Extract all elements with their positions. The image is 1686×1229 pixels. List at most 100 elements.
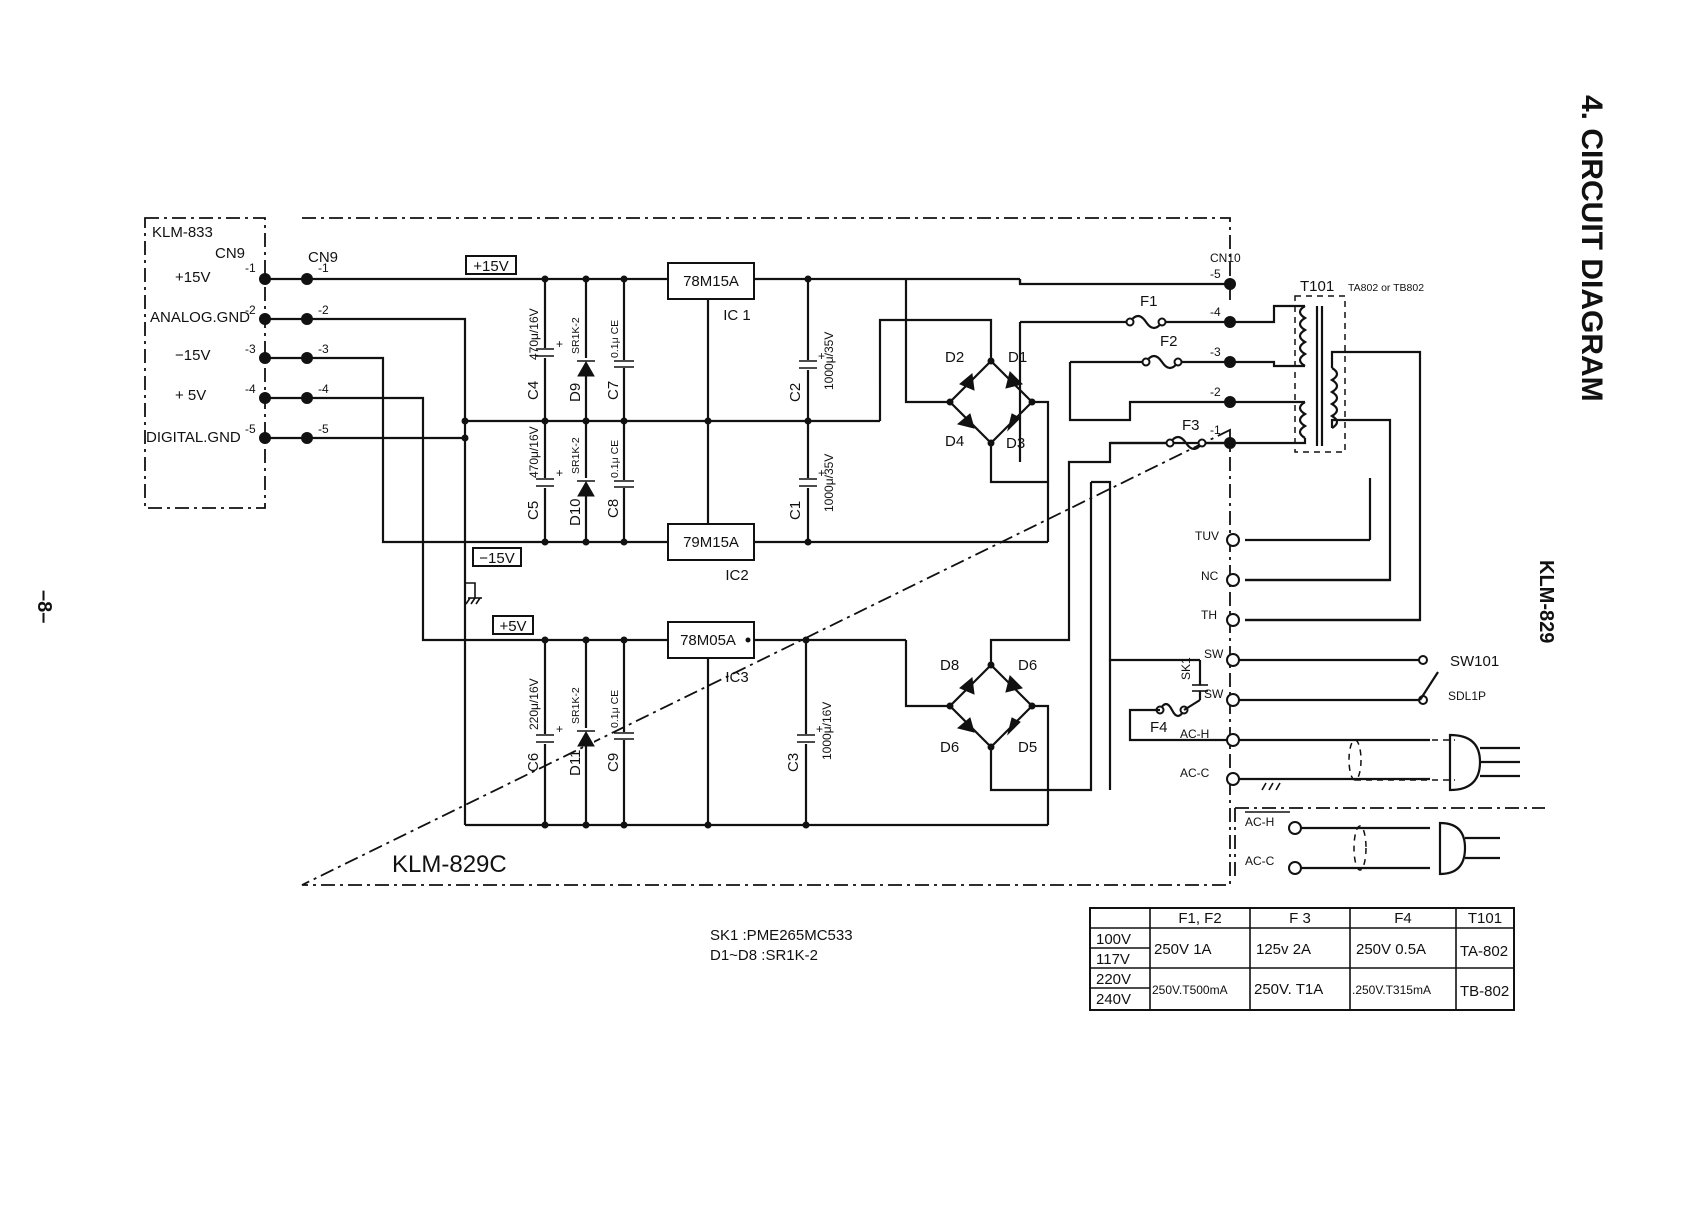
cn9-wiring [259, 273, 668, 825]
signal-digital-gnd: DIGITAL.GND [146, 429, 241, 446]
plug2-ac-h: AC-H [1245, 815, 1274, 829]
terminal-ac-c: AC-C [1180, 766, 1210, 780]
cn9-right-label: CN9 [308, 249, 338, 266]
rail-minus15-label: −15V [479, 550, 514, 567]
cn10-pin5: -5 [1210, 267, 1221, 281]
d6-upper-label: D6 [1018, 657, 1037, 674]
svg-text:+: + [556, 722, 563, 736]
sk1-label: SK1 [1179, 657, 1193, 680]
d10-value: SR1K-2 [570, 437, 582, 474]
th-f1f2: F1, F2 [1178, 910, 1221, 927]
f3-label: F3 [1182, 417, 1200, 434]
c7-label: C7 [605, 381, 622, 400]
cn10-pin4: -4 [1210, 305, 1221, 319]
upper-regulator-section: 78M15A IC 1 79M15A IC2 + + [461, 262, 1048, 584]
row1-f3: 125v 2A [1256, 941, 1311, 958]
signal-plus5: + 5V [175, 387, 206, 404]
sw101-label: SW101 [1450, 653, 1499, 670]
bridge-rectifier-1: D2 D1 D4 D3 [878, 279, 1230, 542]
row1-volt-b: 117V [1096, 951, 1130, 968]
alternate-plug-section: AC-H AC-C [1234, 808, 1500, 880]
c5-label: C5 [525, 501, 542, 520]
page-number: –8– [33, 590, 55, 623]
ic2-part: 79M15A [683, 534, 739, 551]
row1-f1f2: 250V 1A [1154, 941, 1212, 958]
cn9r-pin1: -1 [318, 261, 329, 275]
row2-t101: TB-802 [1460, 983, 1509, 1000]
t101-type: TA802 or TB802 [1348, 282, 1424, 294]
terminal-sw1: SW [1204, 647, 1224, 661]
terminal-nc: NC [1201, 569, 1219, 583]
cn9r-pin4: -4 [318, 382, 329, 396]
terminal-strip: TUV NC TH SW SW AC-H AC-C SK1 SW101 SDL1… [1091, 478, 1520, 792]
row1-t101: TA-802 [1460, 943, 1508, 960]
sw101-type: SDL1P [1448, 689, 1486, 703]
rail-plus5-label: +5V [499, 618, 526, 635]
c3-label: C3 [785, 753, 802, 772]
d11-label: D11 [567, 750, 584, 776]
ic1-ref: IC 1 [723, 307, 751, 324]
d10-label: D10 [567, 498, 584, 526]
d8-label: D8 [940, 657, 959, 674]
c8-label: C8 [605, 499, 622, 518]
row2-f1f2: 250V.T500mA [1152, 983, 1228, 997]
klm-829c-board: KLM-829C CN9 -1 -2 -3 -4 -5 [301, 217, 1545, 886]
t101-label: T101 [1300, 278, 1334, 295]
svg-text:+: + [556, 337, 563, 351]
d5-label: D5 [1018, 739, 1037, 756]
c9-value: 0.1μ CE [609, 690, 621, 728]
cn9r-pin2: -2 [318, 303, 329, 317]
klm-833-board: KLM-833 CN9 +15V ANALOG.GND −15V + 5V DI… [144, 217, 266, 509]
lower-regulator-section: 78M05A IC3 + + C6 220μ/16V D11 SR1K-2 [465, 621, 1048, 829]
c6-label: C6 [525, 753, 542, 772]
ic1-part: 78M15A [683, 273, 739, 290]
ic3-ref: IC3 [725, 669, 748, 686]
d6-lower-label: D6 [940, 739, 959, 756]
d11-value: SR1K-2 [570, 687, 582, 724]
ic3-part: 78M05A [680, 632, 736, 649]
c8-value: 0.1μ CE [609, 440, 621, 478]
signal-plus15: +15V [175, 269, 210, 286]
ic2-box [667, 523, 755, 561]
th-f4: F4 [1394, 910, 1412, 927]
row2-f3: 250V. T1A [1254, 981, 1323, 998]
rail-labels: +15V −15V +5V [465, 255, 534, 635]
c4-value: 470μ/16V [527, 308, 541, 360]
cn9l-pin1: -1 [245, 261, 256, 275]
d4-label: D4 [945, 433, 964, 450]
d2-label: D2 [945, 349, 964, 366]
th-t101: T101 [1468, 910, 1502, 927]
note-sk1: SK1 :PME265MC533 [710, 927, 853, 944]
f4-label: F4 [1150, 719, 1168, 736]
ic3-box [667, 621, 755, 659]
rail-plus15-label: +15V [473, 258, 508, 275]
c2-label: C2 [787, 383, 804, 402]
th-f3: F 3 [1289, 910, 1311, 927]
cn10-pin2: -2 [1210, 385, 1221, 399]
c9-label: C9 [605, 753, 622, 772]
cn10-pin3: -3 [1210, 345, 1221, 359]
c4-label: C4 [525, 381, 542, 400]
d3-label: D3 [1006, 435, 1025, 452]
spec-table: F1, F2 F 3 F4 T101 100V 117V 250V 1A 125… [1089, 907, 1515, 1011]
terminal-tuv: TUV [1195, 529, 1219, 543]
model-side-label: KLM-829 [1535, 560, 1557, 643]
signal-analog-gnd: ANALOG.GND [150, 309, 250, 326]
row2-volt-b: 240V [1096, 991, 1131, 1008]
board-klm-829c-label: KLM-829C [392, 851, 507, 878]
cn10-pin1: -1 [1210, 423, 1221, 437]
cn9-left-label: CN9 [215, 245, 245, 262]
d9-value: SR1K-2 [570, 317, 582, 354]
c1-label: C1 [787, 501, 804, 520]
ic2-ref: IC2 [725, 567, 748, 584]
row1-volt-a: 100V [1096, 931, 1131, 948]
ic1-box [667, 262, 755, 300]
terminal-sw2: SW [1204, 687, 1224, 701]
svg-text:+: + [818, 349, 825, 363]
cn9l-pin5: -5 [245, 422, 256, 436]
signal-minus15: −15V [175, 347, 210, 364]
svg-text:+: + [816, 722, 823, 736]
cn10-label: CN10 [1210, 251, 1241, 265]
